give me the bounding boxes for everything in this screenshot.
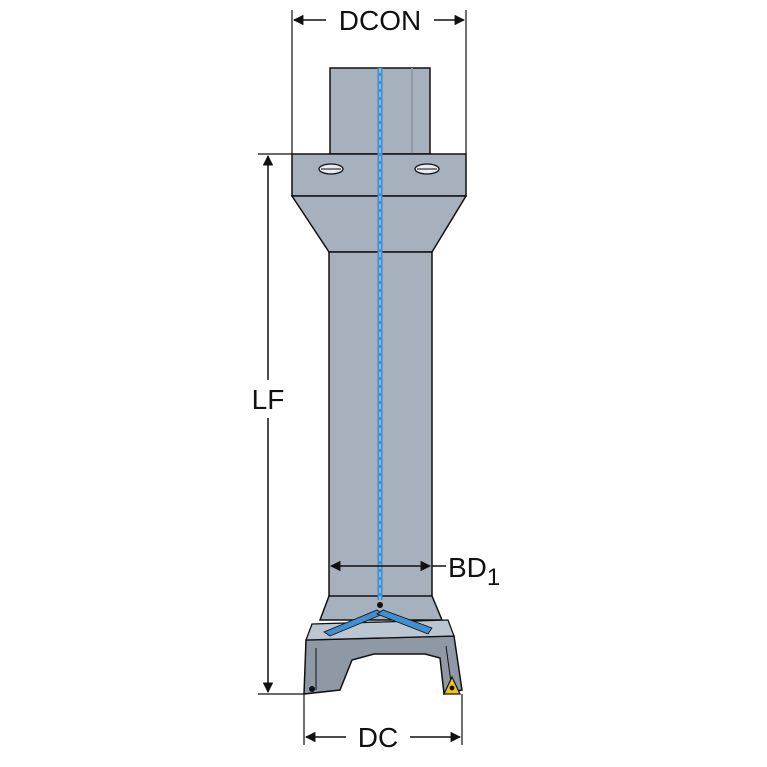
tool-body xyxy=(290,67,468,695)
bd1-main: BD xyxy=(448,552,487,583)
dimension-lf: LF xyxy=(252,153,304,695)
insert-screw xyxy=(309,686,315,692)
coolant-outlet xyxy=(377,602,383,608)
dimension-dcon: DCON xyxy=(291,5,467,154)
coolant-branch-right xyxy=(376,609,433,635)
cutter-head xyxy=(303,635,463,695)
bd1-label: BD1 xyxy=(448,552,500,591)
warning-triangle-icon xyxy=(443,675,461,695)
bd1-subscript: 1 xyxy=(487,564,500,591)
lf-label: LF xyxy=(252,384,285,415)
dcon-label: DCON xyxy=(339,5,421,36)
dimension-dc: DC xyxy=(303,694,463,753)
dc-label: DC xyxy=(358,722,398,753)
dimension-bd1: BD1 xyxy=(329,552,500,591)
